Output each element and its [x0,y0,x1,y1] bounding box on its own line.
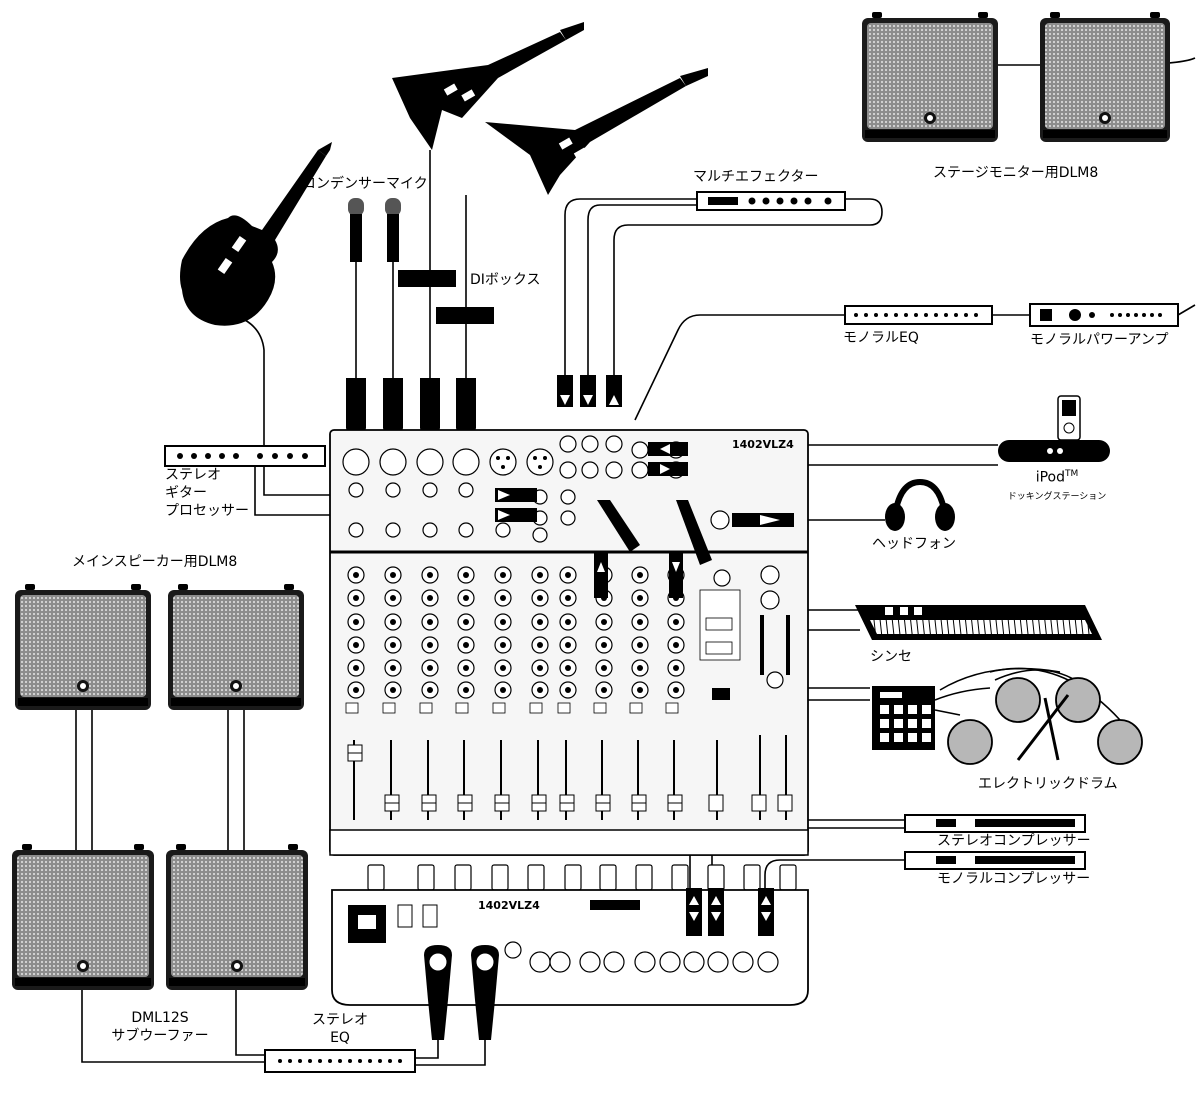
main-mix-fader [777,794,793,812]
mute-button [557,702,571,714]
label-ipod-main: iPod [1035,469,1066,486]
mixer-model-front: 1402VLZ4 [732,438,794,451]
speakers [12,12,1170,990]
label-stereo-compressor: ステレオコンプレッサー [937,833,1091,849]
condenser-mic-1 [348,198,364,262]
electric-guitar-3 [485,68,708,195]
mute-button [593,702,607,714]
multi-effector [696,191,846,211]
label-guitar-processor-2: ギター [165,485,207,501]
synthesizer [855,605,1102,640]
label-di-box: DIボックス [470,272,541,288]
mixer-model-rear: 1402VLZ4 [478,899,540,912]
stereo-eq [264,1049,416,1073]
label-synth: シンセ [870,649,912,665]
drum-module [872,686,935,750]
headphones [885,478,955,531]
main-speaker-right [168,584,304,710]
label-main-speaker: メインスピーカー用DLM8 [72,554,238,570]
mono-power-amp [1029,303,1179,327]
mute-button [665,702,679,714]
label-guitar-processor-3: プロセッサー [165,503,249,519]
label-subwoofer-1: DML12S [131,1010,189,1026]
mute-button [345,702,359,714]
stereo-compressor [904,814,1086,833]
label-electric-drum: エレクトリックドラム [978,776,1118,792]
main-speaker-left [15,584,151,710]
channel-strip [629,566,649,820]
stage-monitor-right [1040,12,1170,142]
mono-eq [844,305,993,325]
subwoofer-left [12,844,154,990]
condenser-mic-2 [385,198,401,262]
channel-strip [492,566,512,820]
stereo-guitar-processor [164,445,326,467]
di-box-1 [398,270,456,287]
channel-strip [419,566,439,820]
main-mix-fader [751,794,767,812]
label-ipod-tm: TM [1065,469,1079,479]
channel-strip [455,566,475,820]
drum-sticks [1016,694,1070,761]
mono-compressor [904,851,1086,870]
electric-guitar-1 [180,142,332,326]
stage-monitor-left [862,12,998,142]
label-condenser-mic: コンデンサーマイク [302,176,428,192]
channel-strip [345,566,365,820]
label-guitar-processor-1: ステレオ [165,467,221,483]
label-mono-compressor: モノラルコンプレッサー [937,871,1091,887]
subwoofer-right [166,844,308,990]
label-subwoofer-2: サブウーファー [111,1028,209,1044]
label-headphones: ヘッドフォン [872,536,956,552]
channel-strip [557,566,577,820]
label-mono-power-amp: モノラルパワーアンプ [1030,332,1169,348]
mute-button [492,702,506,714]
label-ipod: iPodTM ドッキングステーション [1002,466,1112,506]
mixer-rear [331,864,809,1040]
drum-pads [947,677,1143,765]
label-stereo-eq-1: ステレオ [312,1012,368,1028]
ipod-dock [998,395,1110,462]
front-plugs [495,442,794,598]
label-stage-monitor: ステージモニター用DLM8 [933,165,1099,181]
mute-button [419,702,433,714]
label-stereo-eq-2: EQ [330,1030,350,1046]
mute-button [382,702,396,714]
submix-fader [708,794,724,812]
channel-strips [345,566,793,820]
mixer-top [329,429,809,856]
di-box-2 [436,307,494,324]
channel-strip [529,566,549,820]
jack-plugs-top [557,375,622,407]
electric-guitar-2 [392,22,584,150]
channel-strip [382,566,402,820]
mute-button [629,702,643,714]
mute-button [529,702,543,714]
label-mono-eq: モノラルEQ [843,330,919,346]
mute-button [455,702,469,714]
label-ipod-dock: ドッキングステーション [1007,491,1107,502]
label-multi-effector: マルチエフェクター [693,169,819,185]
